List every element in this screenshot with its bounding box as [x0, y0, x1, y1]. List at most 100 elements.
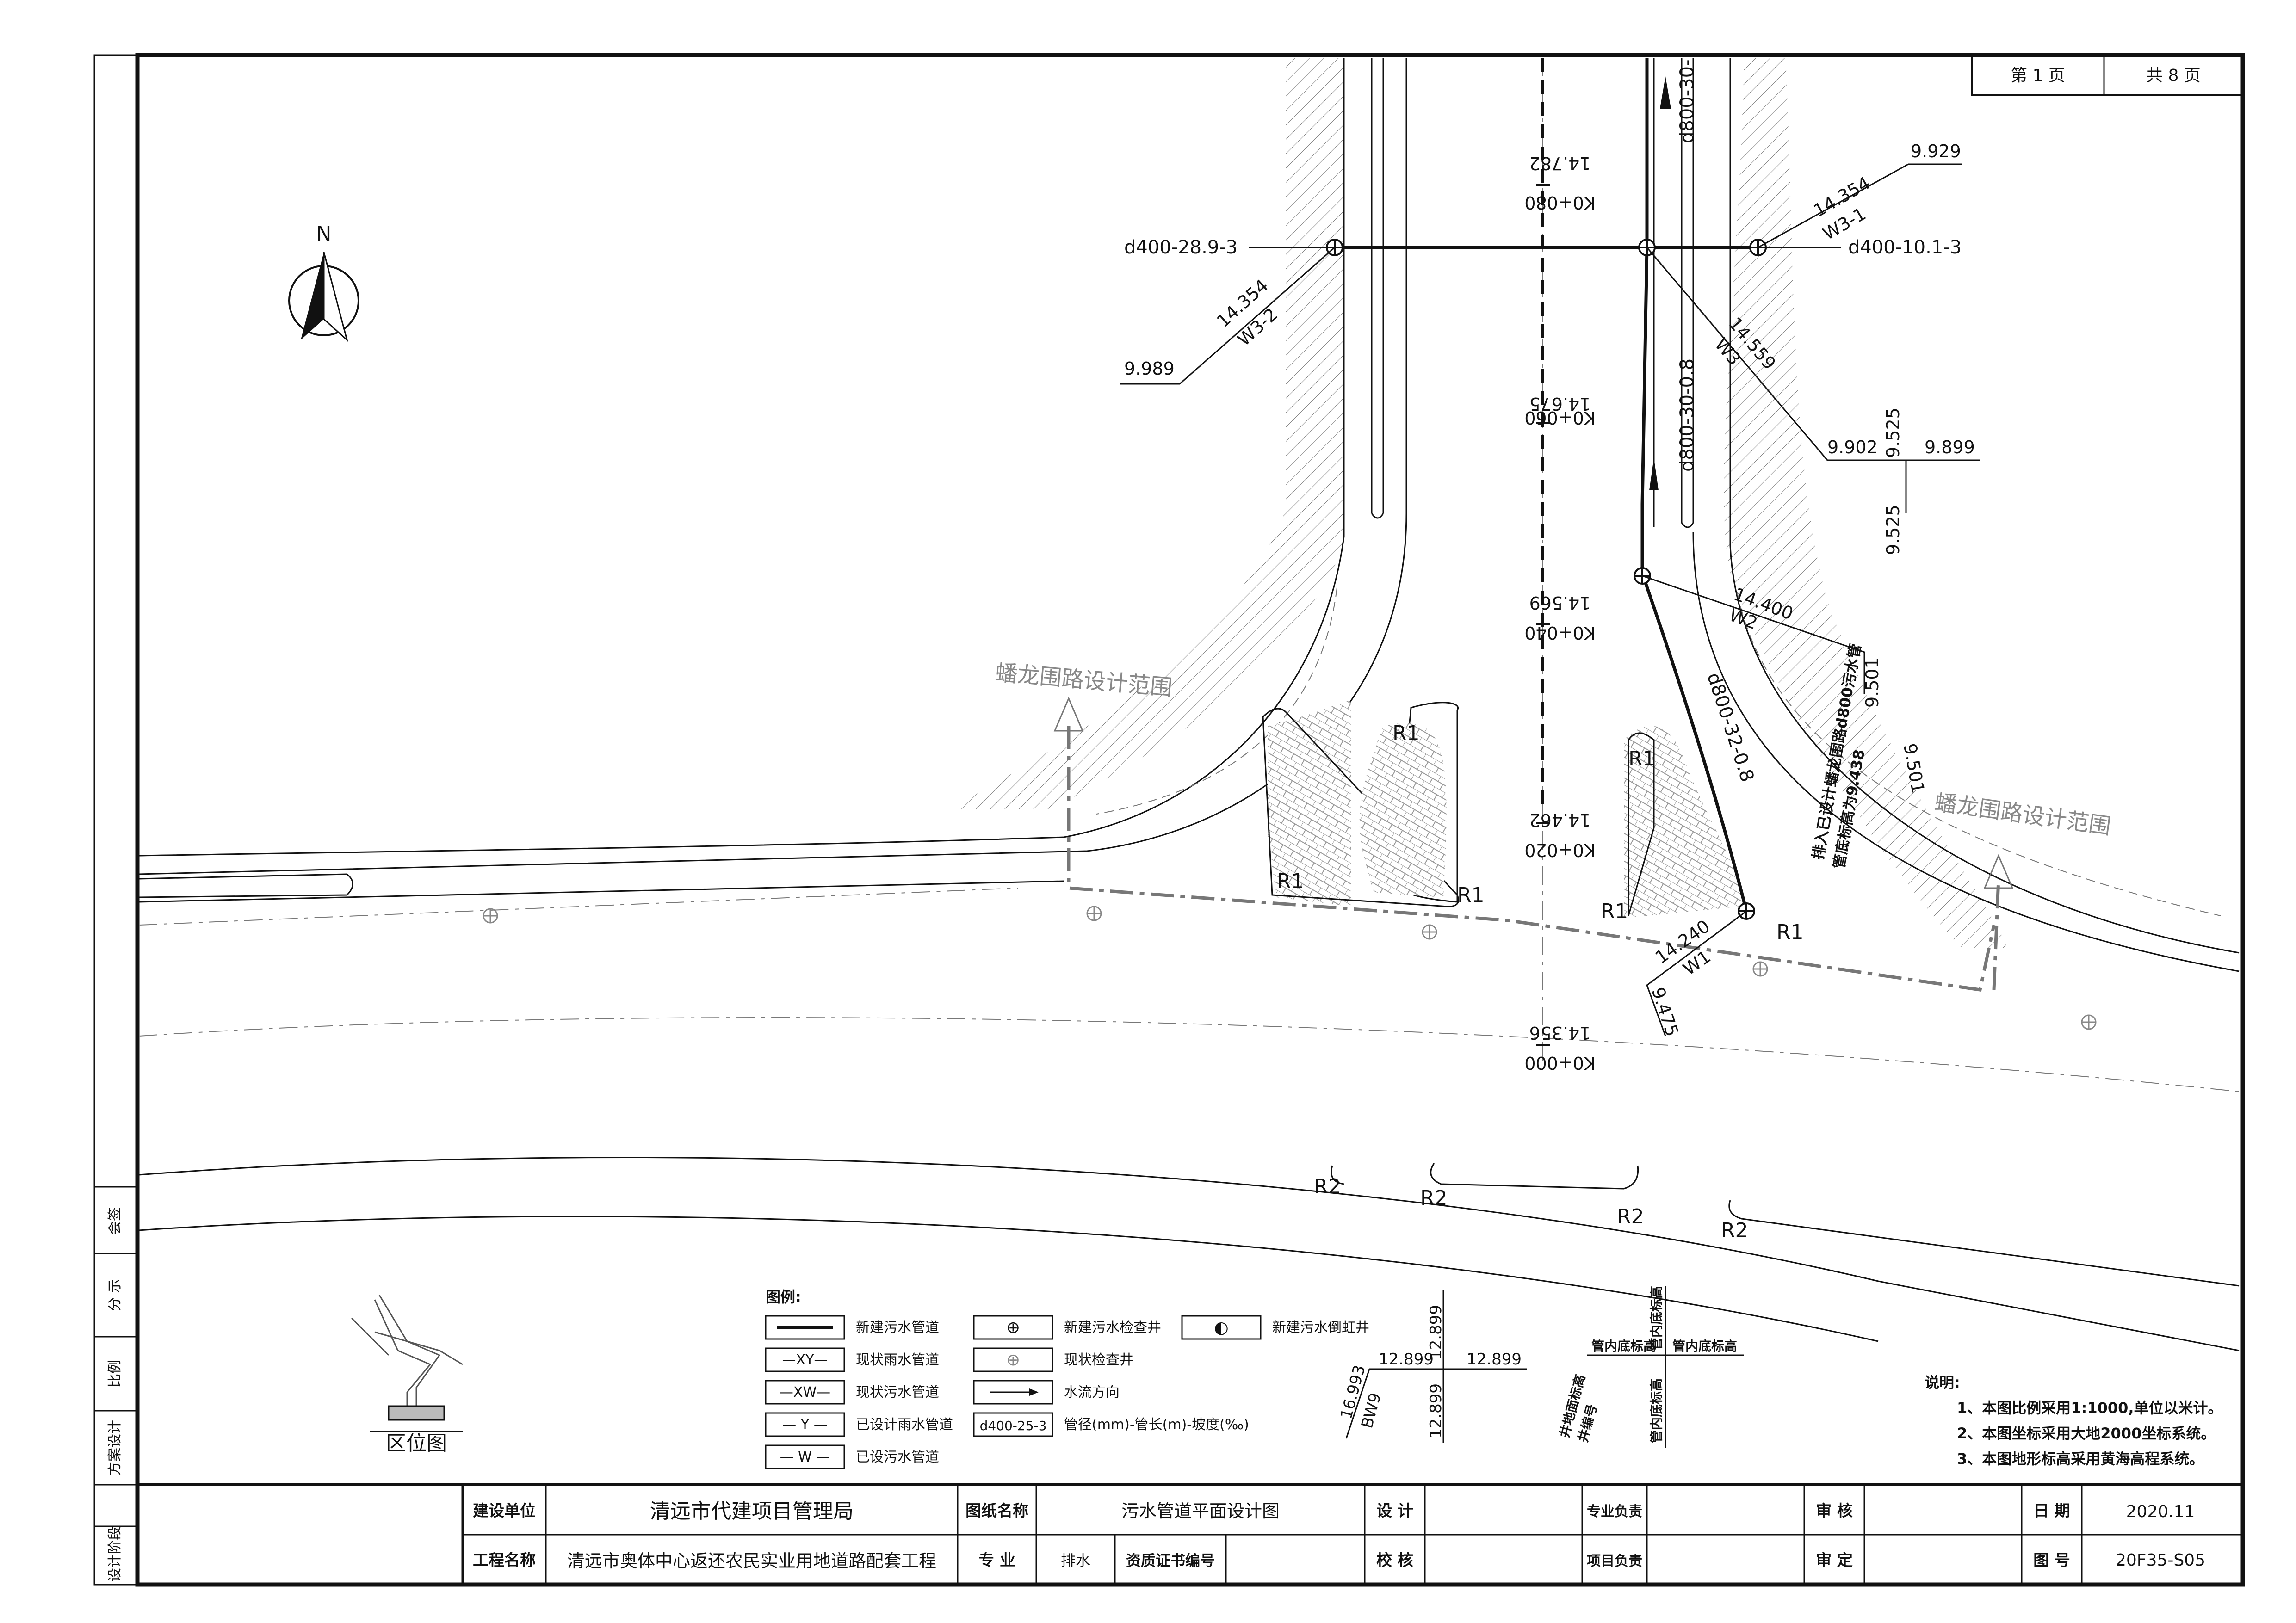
- sample-label: 管内底标高: [1649, 1286, 1664, 1351]
- notes-line: 1、本图比例采用1:1000,单位以米计。: [1957, 1399, 2223, 1417]
- w3-1-invert: 9.929: [1911, 141, 1961, 161]
- w3-2-invert: 9.989: [1124, 358, 1175, 379]
- radius-label: R1: [1776, 920, 1804, 944]
- sample-label: 管内底标高: [1672, 1339, 1737, 1354]
- title-block: 建设单位 清远市代建项目管理局 工程名称 清远市奥体中心返还农民实业用地道路配套…: [137, 1483, 2243, 1585]
- sample-bottom-elev: 12.899: [1427, 1383, 1445, 1438]
- radius-labels: R1 R1 R1 R1 R1 R1 R2 R2 R2 R2: [1277, 722, 1804, 1242]
- legend-label: 现状污水管道: [856, 1384, 939, 1401]
- tb-pm-label: 项目负责: [1587, 1553, 1642, 1569]
- w3-invert-in: 9.525: [1883, 407, 1903, 458]
- pipe-label-main-north: d800-30-: [1677, 59, 1698, 143]
- sample-label: 管内底标高: [1591, 1339, 1656, 1354]
- existing-manhole: [483, 908, 498, 924]
- pipe-label-east: d400-10.1-3: [1848, 237, 1962, 258]
- station-chainage: K0+020: [1524, 840, 1595, 860]
- legend-sym: ⊕: [1006, 1318, 1020, 1337]
- sample-label: 管内底标高: [1649, 1378, 1664, 1443]
- tb-lead-label: 专业负责: [1587, 1504, 1642, 1520]
- station-elev: 14.782: [1529, 153, 1591, 173]
- new-sewer-pipes: [1335, 58, 1758, 912]
- station-chainage: K0+040: [1524, 623, 1595, 643]
- tb-project-label: 工程名称: [473, 1551, 536, 1570]
- strip-scheme-design: 方案设计: [107, 1420, 123, 1475]
- tb-build-unit: 清远市代建项目管理局: [650, 1500, 854, 1523]
- north-label: N: [316, 222, 332, 246]
- scope-arrows: [1053, 697, 2014, 889]
- radius-label: R1: [1277, 870, 1304, 893]
- legend-label: 已设计雨水管道: [856, 1417, 953, 1433]
- dashed-lines: [138, 58, 2240, 1092]
- radius-label: R1: [1601, 900, 1628, 923]
- sample-top-elev: 12.899: [1427, 1305, 1445, 1360]
- legend-title: 图例:: [766, 1288, 801, 1306]
- tb-drawing-no: 20F35-S05: [2116, 1551, 2205, 1570]
- flow-arrow-mid: [1649, 458, 1659, 490]
- tb-project: 清远市奥体中心返还农民实业用地道路配套工程: [567, 1551, 936, 1571]
- scope-label-east: 蟠龙围路设计范围: [1933, 789, 2112, 839]
- road-edges: [138, 58, 2240, 1351]
- legend-sym: — W —: [780, 1449, 830, 1465]
- station-chainage: K0+000: [1524, 1053, 1595, 1073]
- location-map-title: 区位图: [386, 1432, 447, 1455]
- tb-build-unit-label: 建设单位: [473, 1502, 536, 1520]
- radius-label: R2: [1314, 1175, 1341, 1198]
- page-counter: 第 1 页 共 8 页: [1971, 54, 2244, 96]
- radius-label: R1: [1628, 747, 1656, 771]
- sheet-frame: [93, 53, 2245, 1587]
- tb-review-label: 审 核: [1816, 1502, 1853, 1520]
- sample-id: BW9: [1358, 1391, 1385, 1430]
- pipe-label-main-south: d800-32-0.8: [1702, 670, 1758, 784]
- tb-date-label: 日 期: [2033, 1502, 2070, 1520]
- existing-manhole: [1086, 906, 1102, 921]
- pipe-label-west: d400-28.9-3: [1124, 237, 1238, 258]
- w3-invert-in2: 9.525: [1883, 505, 1903, 555]
- existing-manhole: [2081, 1014, 2097, 1030]
- w2-invert-a: 9.501: [1862, 657, 1882, 708]
- tb-specialty-label: 专 业: [978, 1551, 1015, 1570]
- north-arrow-icon: [301, 252, 324, 340]
- legend-sym: ⊕: [1006, 1351, 1020, 1370]
- notes-line: 2、本图坐标采用大地2000坐标系统。: [1957, 1425, 2216, 1442]
- station-elev: 14.356: [1529, 1023, 1591, 1043]
- legend-label: 已设污水管道: [856, 1449, 939, 1465]
- radius-label: R2: [1617, 1205, 1644, 1228]
- legend-label: 现状检查井: [1064, 1352, 1133, 1368]
- legend: 图例: —XY— —XW— — Y — — W — ⊕ ⊕ d400-25-3 …: [765, 1288, 1369, 1469]
- page-total: 共 8 页: [2146, 66, 2201, 85]
- page-number: 第 1 页: [2011, 66, 2065, 85]
- pipe-label-main-mid: d800-30-0.8: [1677, 358, 1698, 472]
- main-pipe: [1640, 58, 1748, 912]
- traffic-islands: [1262, 701, 1741, 918]
- tb-drawing-no-label: 图 号: [2033, 1551, 2070, 1570]
- legend-sym: d400-25-3: [980, 1418, 1047, 1433]
- strip-countersign: 会签: [107, 1207, 123, 1235]
- location-map: 区位图: [351, 1295, 463, 1455]
- manhole-tags: [1120, 163, 1980, 1037]
- dashed-curbs: [1096, 587, 2221, 916]
- existing-manholes: [483, 906, 2097, 1030]
- existing-manhole: [1752, 961, 1768, 977]
- tb-approve-label: 审 定: [1816, 1551, 1853, 1570]
- w3-invert-out-b: 9.899: [1925, 437, 1975, 457]
- legend-label: 现状雨水管道: [856, 1352, 939, 1368]
- radius-label: R2: [1721, 1219, 1748, 1242]
- station-ticks: [1536, 184, 1550, 1046]
- radius-label: R2: [1420, 1186, 1448, 1210]
- legend-label: 新建污水管道: [856, 1320, 939, 1336]
- existing-manhole: [1422, 924, 1437, 940]
- w3-invert-out-a: 9.902: [1827, 437, 1878, 457]
- strip-design-stage: 设计阶段: [107, 1526, 123, 1582]
- tb-drawing-name-label: 图纸名称: [965, 1502, 1028, 1520]
- legend-label: 新建污水检查井: [1064, 1320, 1161, 1336]
- strip-scale: 比例: [107, 1360, 123, 1388]
- tb-cert-label: 资质证书编号: [1126, 1552, 1215, 1569]
- legend-sym: —XY—: [782, 1352, 828, 1368]
- tb-check-label: 校 核: [1376, 1551, 1413, 1570]
- radius-label: R1: [1457, 883, 1485, 907]
- sample-manhole-tag: 12.899 12.899 12.899 12.899 16.993 BW9 管…: [1337, 1286, 1744, 1448]
- north-arrow: N: [288, 222, 359, 342]
- flow-arrows: [1649, 76, 1671, 490]
- notes-line: 3、本图地形标高采用黄海高程系统。: [1957, 1450, 2204, 1468]
